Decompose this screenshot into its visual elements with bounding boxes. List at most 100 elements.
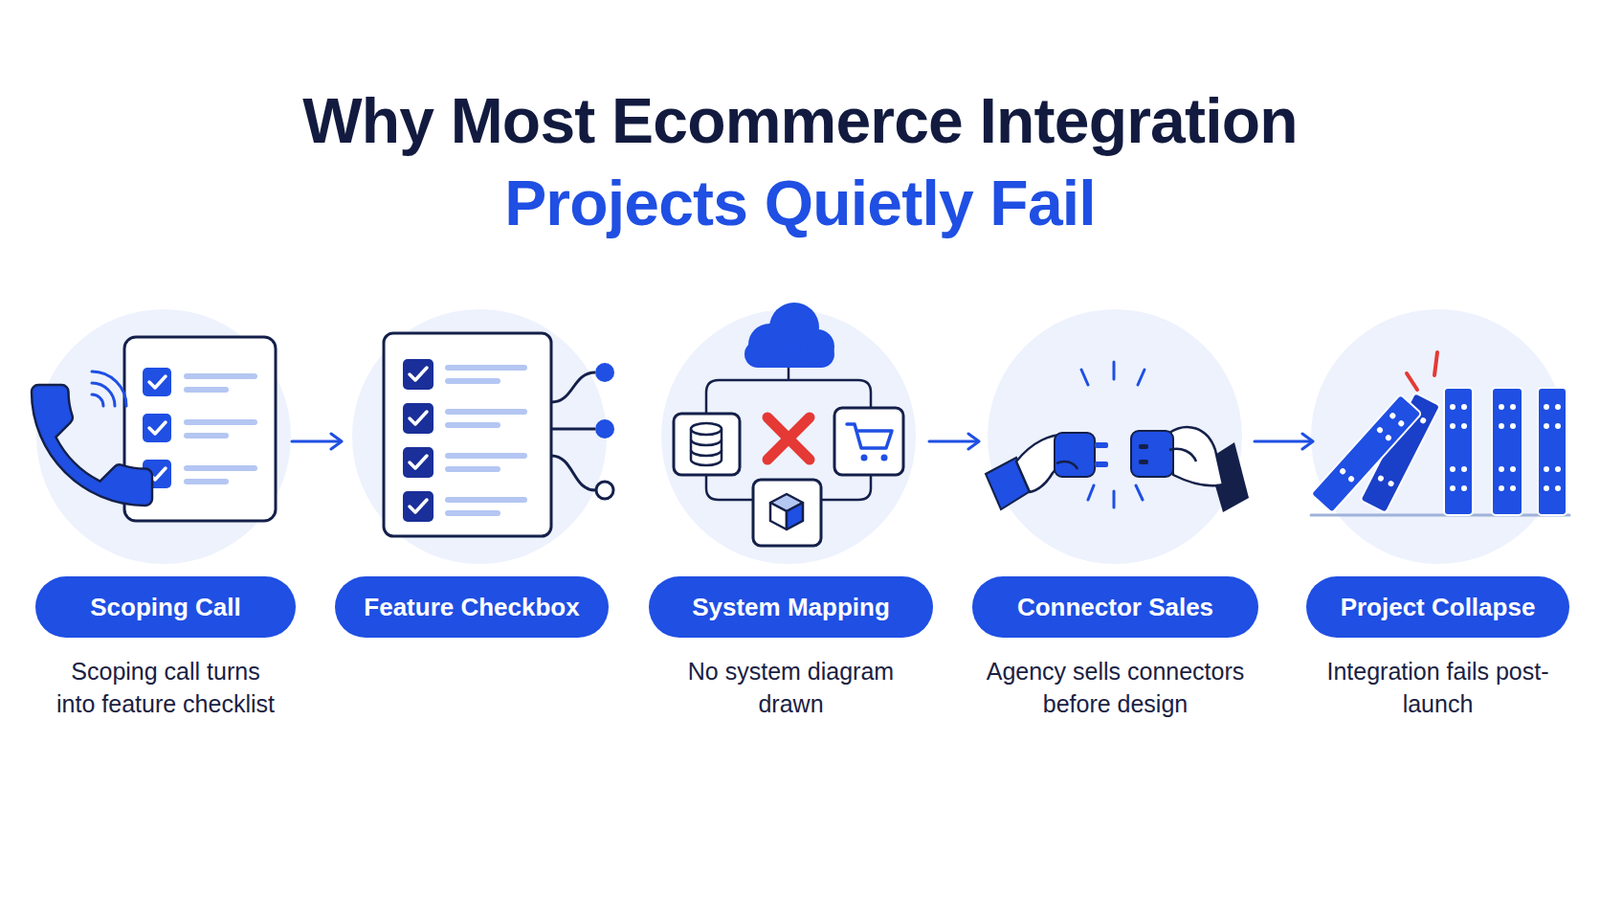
phone-checklist-icon-part-part <box>186 432 226 439</box>
plug-hands-icon-part <box>1169 426 1223 486</box>
falling-dominoes-icon-part <box>1444 387 1567 515</box>
plug-hands-icon-part <box>1056 461 1078 469</box>
falling-dominoes-icon-part-part <box>1449 403 1456 410</box>
falling-dominoes-icon-part <box>1434 352 1438 376</box>
phone-checklist-icon-part-part <box>186 478 226 485</box>
feature-checklist-icon-part <box>409 411 427 424</box>
step-pill: Scoping Call <box>35 576 296 638</box>
system-map-icon-part <box>767 417 810 460</box>
step-caption: Integration fails post-launch <box>1323 654 1554 720</box>
falling-dominoes-icon-part-part <box>1555 422 1561 429</box>
step-caption: No system diagram drawn <box>676 654 907 720</box>
falling-dominoes-icon-part-part <box>1498 403 1505 410</box>
falling-dominoes-icon-part-part <box>1510 422 1516 429</box>
plug-hands-icon-part <box>1054 432 1095 477</box>
feature-checklist-icon-part <box>551 427 596 431</box>
plug-hands-icon-part <box>1138 459 1149 465</box>
plug-hands-icon-part <box>987 309 1243 564</box>
falling-dominoes-icon-part-part <box>1449 485 1456 491</box>
phone-checklist-icon <box>31 309 291 564</box>
falling-dominoes-icon-part-part <box>1377 474 1385 483</box>
plug-hands-icon-part <box>1131 430 1174 477</box>
falling-dominoes-icon-part <box>1311 513 1570 517</box>
falling-dominoes-icon-part-part <box>1543 422 1550 429</box>
feature-checklist-icon-part <box>447 364 525 371</box>
phone-checklist-icon-part-part <box>186 465 255 471</box>
system-map-icon-part <box>767 417 810 460</box>
falling-dominoes-icon-part <box>1406 373 1418 390</box>
phone-checklist-icon-part <box>142 367 255 489</box>
step-label: System Mapping <box>691 592 890 623</box>
falling-dominoes-icon-part-part <box>1510 466 1516 472</box>
feature-checklist-icon-part <box>447 422 498 428</box>
feature-checklist-icon-part <box>447 452 525 459</box>
feature-checklist-icon-part <box>402 358 434 390</box>
step-label: Scoping Call <box>89 592 241 623</box>
falling-dominoes-icon-part-part <box>1510 403 1516 410</box>
feature-checklist-icon-part <box>402 402 434 434</box>
falling-dominoes-icon-part-part <box>1419 416 1427 424</box>
system-map-icon-part <box>846 423 892 448</box>
falling-dominoes-icon-part <box>1311 394 1423 513</box>
plug-hands-icon-part-part <box>1112 490 1116 508</box>
step-caption: Agency sells connectors before design <box>976 654 1256 720</box>
falling-dominoes-icon-part-part <box>1388 411 1397 420</box>
step-caption: Scoping call turns into feature checklis… <box>52 654 279 720</box>
system-map-icon-part <box>821 474 871 500</box>
phone-checklist-icon-part <box>91 382 115 406</box>
falling-dominoes-icon-part-part <box>1461 485 1467 491</box>
phone-checklist-icon-part-part <box>149 376 166 388</box>
feature-checklist-icon-part <box>595 362 615 382</box>
system-map-icon-part <box>673 413 740 475</box>
system-map-icon-part <box>753 479 822 546</box>
system-map-icon-part <box>861 454 868 462</box>
feature-checklist-icon-part <box>447 510 498 516</box>
plug-hands-icon-part-part <box>1112 361 1116 379</box>
system-map-icon-part <box>786 502 803 530</box>
system-map-icon-part <box>706 474 754 500</box>
phone-checklist-icon-part-part <box>186 419 255 425</box>
feature-checklist-icon-part <box>409 367 427 380</box>
phone-checklist-icon-part <box>91 394 104 406</box>
falling-dominoes-icon-part-part <box>1555 485 1561 491</box>
system-map-icon-part <box>770 502 787 530</box>
diagram-title: Why Most Ecommerce Integration Projects … <box>225 79 1375 245</box>
phone-checklist-icon-part-part <box>142 367 172 397</box>
falling-dominoes-icon-part-part <box>1376 425 1384 434</box>
system-map-icon-part <box>690 422 722 435</box>
plug-hands-icon <box>985 309 1249 564</box>
step-pill: System Mapping <box>648 576 934 638</box>
feature-checklist-icon-part <box>447 466 498 472</box>
falling-dominoes-icon-part-part <box>1555 466 1561 472</box>
system-map-icon-part <box>800 329 835 364</box>
falling-dominoes-icon-part-part <box>1543 403 1550 410</box>
falling-dominoes-icon-part-part <box>1449 466 1456 472</box>
feature-checklist-icon-part <box>551 455 596 490</box>
step-label: Project Collapse <box>1340 592 1536 623</box>
feature-checklist-icon-part <box>402 446 434 478</box>
plug-hands-icon-part <box>1169 448 1197 462</box>
plug-hands-icon-part-part <box>1088 485 1094 500</box>
system-map-icon-part <box>834 407 904 475</box>
phone-checklist-icon-part <box>36 309 291 564</box>
plug-hands-icon-part <box>1138 444 1149 449</box>
feature-checklist-icon-part <box>409 455 427 468</box>
step-node: Feature Checkbox <box>334 325 609 638</box>
step-pill: Feature Checkbox <box>334 576 609 638</box>
phone-checklist-icon-part-part <box>149 422 166 434</box>
falling-dominoes-icon-part-part <box>1338 466 1347 475</box>
falling-dominoes-icon <box>1311 309 1570 564</box>
plug-hands-icon-part-part <box>1135 485 1143 500</box>
plug-hands-icon-part <box>1094 461 1109 467</box>
phone-checklist-icon-part-part <box>31 384 153 506</box>
falling-dominoes-icon-part-part <box>1397 419 1405 427</box>
plug-hands-icon-part-part <box>1081 369 1089 385</box>
plug-hands-icon-part <box>1094 442 1109 448</box>
feature-checklist-icon-part <box>596 481 614 499</box>
feature-checklist-icon-part <box>447 377 498 384</box>
phone-checklist-icon-part <box>31 384 153 506</box>
step-label: Feature Checkbox <box>363 592 579 623</box>
falling-dominoes-icon-part-part <box>1347 474 1356 483</box>
falling-dominoes-icon-part-part <box>1543 466 1550 472</box>
system-map-icon-part <box>881 454 889 462</box>
